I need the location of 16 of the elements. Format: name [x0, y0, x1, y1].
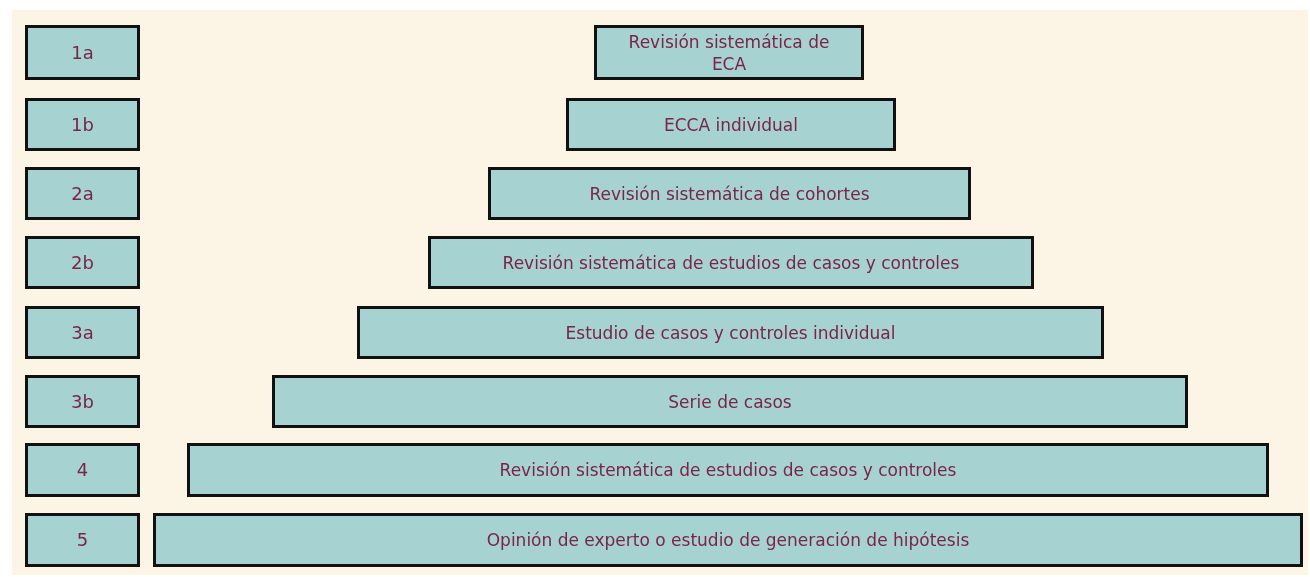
level-box: 3b	[25, 375, 140, 428]
level-box: 5	[25, 513, 140, 567]
level-box: 2b	[25, 236, 140, 289]
evidence-box: Serie de casos	[272, 375, 1188, 428]
level-box: 3a	[25, 306, 140, 359]
evidence-box: Revisión sistemática de estudios de casos y controles	[187, 443, 1269, 497]
level-box: 4	[25, 443, 140, 497]
evidence-box: Estudio de casos y controles individual	[357, 306, 1104, 359]
evidence-box: Opinión de experto o estudio de generación de hipótesis	[153, 513, 1303, 567]
evidence-box: ECCA individual	[566, 98, 896, 151]
evidence-box: Revisión sistemática de estudios de casos y controles	[428, 236, 1034, 289]
evidence-box: Revisión sistemática de ECA	[594, 25, 864, 80]
level-box: 1a	[25, 25, 140, 80]
evidence-box: Revisión sistemática de cohortes	[488, 167, 971, 220]
level-box: 2a	[25, 167, 140, 220]
level-box: 1b	[25, 98, 140, 151]
